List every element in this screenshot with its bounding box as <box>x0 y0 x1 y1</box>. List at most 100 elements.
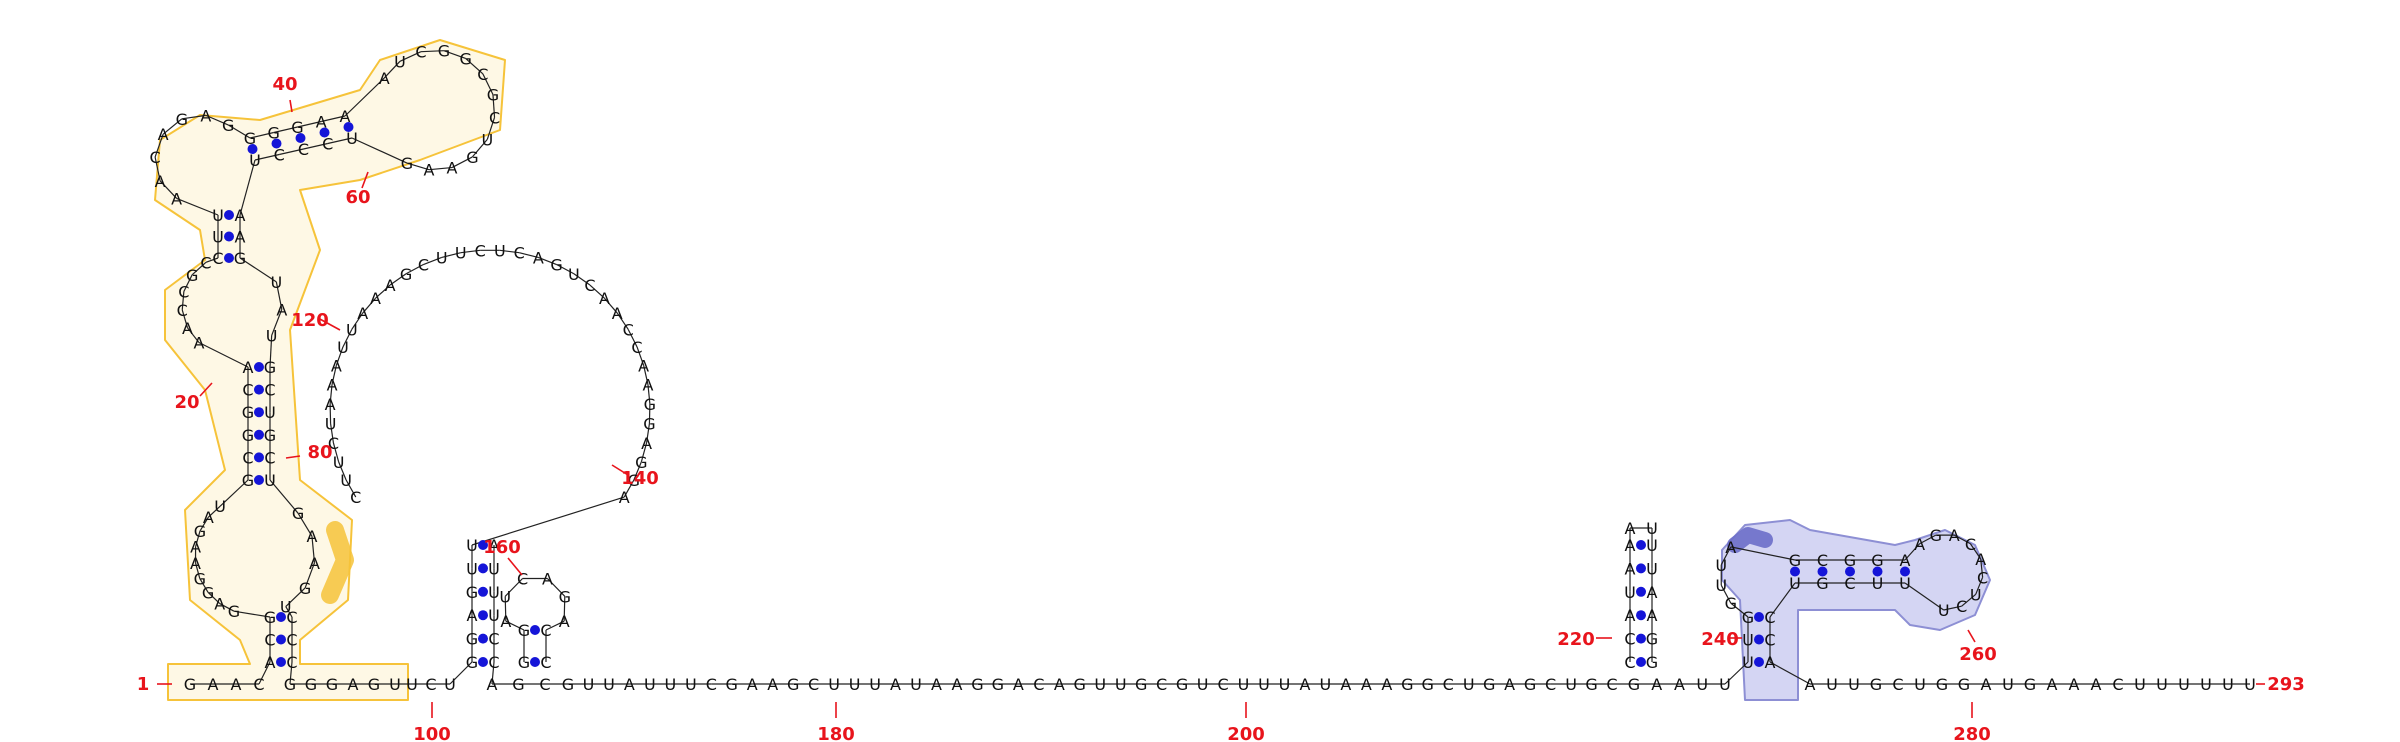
nucleotide: U <box>436 248 448 267</box>
base-pair-dot <box>319 127 330 138</box>
backbone-segment <box>176 197 219 216</box>
nucleotide: C <box>415 43 426 62</box>
backbone-segment <box>362 297 376 314</box>
backbone-segment <box>187 327 200 343</box>
backbone-segment <box>1975 577 1984 595</box>
nucleotide: G <box>1401 675 1413 694</box>
base-pair-dot <box>276 634 286 645</box>
backbone-segment <box>1919 534 1937 545</box>
backbone-segment <box>191 261 207 276</box>
base-pair-dot <box>224 231 234 242</box>
nucleotide: U <box>1115 675 1127 694</box>
nucleotide: A <box>1647 606 1658 625</box>
base-pair-dot <box>343 122 354 132</box>
base-pair-dot <box>478 563 488 574</box>
number-label: 1 <box>137 674 150 695</box>
nucleotide: A <box>2047 675 2058 694</box>
nucleotide: A <box>1299 675 1310 694</box>
nucleotide: U <box>1646 536 1658 555</box>
blue-domain-accent <box>1727 527 1773 553</box>
backbone-segment <box>345 479 357 498</box>
number-label: 60 <box>345 187 370 208</box>
nucleotide: G <box>264 426 276 445</box>
backbone-segment <box>271 309 283 336</box>
nucleotide: G <box>284 675 296 694</box>
nucleotide: G <box>1870 675 1882 694</box>
nucleotide: A <box>767 675 778 694</box>
nucleotide: U <box>1914 675 1926 694</box>
nucleotide: C <box>1956 597 1967 616</box>
nucleotide: G <box>400 265 412 284</box>
backbone-segment <box>556 263 575 275</box>
nucleotide: C <box>1606 675 1617 694</box>
nucleotide: U <box>249 151 261 170</box>
nucleotide: A <box>1504 675 1515 694</box>
backbone-segment <box>1969 543 1982 560</box>
backbone-segment <box>249 131 274 139</box>
number-label: 180 <box>817 724 855 742</box>
nucleotide: U <box>1742 631 1754 650</box>
base-pair-dot <box>254 362 264 372</box>
nucleotide: U <box>849 675 861 694</box>
backbone-segment <box>273 126 298 134</box>
nucleotide: C <box>178 282 189 301</box>
nucleotide: C <box>286 631 297 650</box>
backbone-segment <box>1769 582 1796 618</box>
nucleotide: U <box>1320 675 1332 694</box>
nucleotide: A <box>1625 559 1636 578</box>
nucleotide: A <box>243 358 254 377</box>
nucleotide: C <box>212 249 223 268</box>
nucleotide: U <box>1715 576 1727 595</box>
backbone-segment <box>199 578 209 593</box>
nucleotide: U <box>280 598 292 617</box>
backbone-segment <box>545 620 565 631</box>
nucleotide: C <box>1624 630 1635 649</box>
base-pair-dot <box>271 138 282 149</box>
backbone-segment <box>519 252 539 259</box>
backbone-segment <box>303 142 328 150</box>
nucleotide: G <box>459 49 471 68</box>
number-label: 100 <box>413 724 451 742</box>
nucleotide: G <box>518 621 530 640</box>
nucleotide: C <box>177 301 188 320</box>
nucleotide: C <box>286 653 297 672</box>
nucleotide: A <box>599 289 610 308</box>
nucleotide: G <box>176 110 188 129</box>
nucleotide: U <box>1279 675 1291 694</box>
nucleotide: G <box>184 675 196 694</box>
nucleotide: U <box>2244 675 2256 694</box>
backbone-segment <box>297 512 313 537</box>
nucleotide: G <box>401 154 413 173</box>
nucleotide: A <box>1765 653 1776 672</box>
nucleotide: U <box>568 265 580 284</box>
nucleotide: U <box>1646 519 1658 538</box>
number-label: 293 <box>2267 674 2305 695</box>
nucleotide: G <box>1646 653 1658 672</box>
nucleotide: A <box>612 304 623 323</box>
nucleotide: C <box>2112 675 2123 694</box>
nucleotide: U <box>1742 653 1754 672</box>
base-pair-dot <box>1754 657 1764 667</box>
backbone-segment <box>311 536 316 563</box>
nucleotide: G <box>234 249 246 268</box>
nucleotide: U <box>1565 675 1577 694</box>
base-pair-dot <box>254 429 264 440</box>
backbone-segment <box>633 461 642 481</box>
nucleotide: C <box>1965 535 1976 554</box>
nucleotide: U <box>1899 574 1911 593</box>
nucleotide: G <box>1725 594 1737 613</box>
nucleotide: A <box>1361 675 1372 694</box>
base-pair-dot <box>1845 566 1855 577</box>
nucleotide: G <box>194 569 206 588</box>
nucleotide: C <box>631 338 642 357</box>
base-pair-dot <box>276 612 286 622</box>
yellow-domain-accent <box>321 521 354 604</box>
nucleotide: U <box>583 675 595 694</box>
nucleotide: A <box>348 675 359 694</box>
nucleotide: U <box>1848 675 1860 694</box>
nucleotide: G <box>628 471 640 490</box>
nucleotide: A <box>2091 675 2102 694</box>
backbone-segment <box>441 252 461 259</box>
nucleotide: U <box>685 675 697 694</box>
